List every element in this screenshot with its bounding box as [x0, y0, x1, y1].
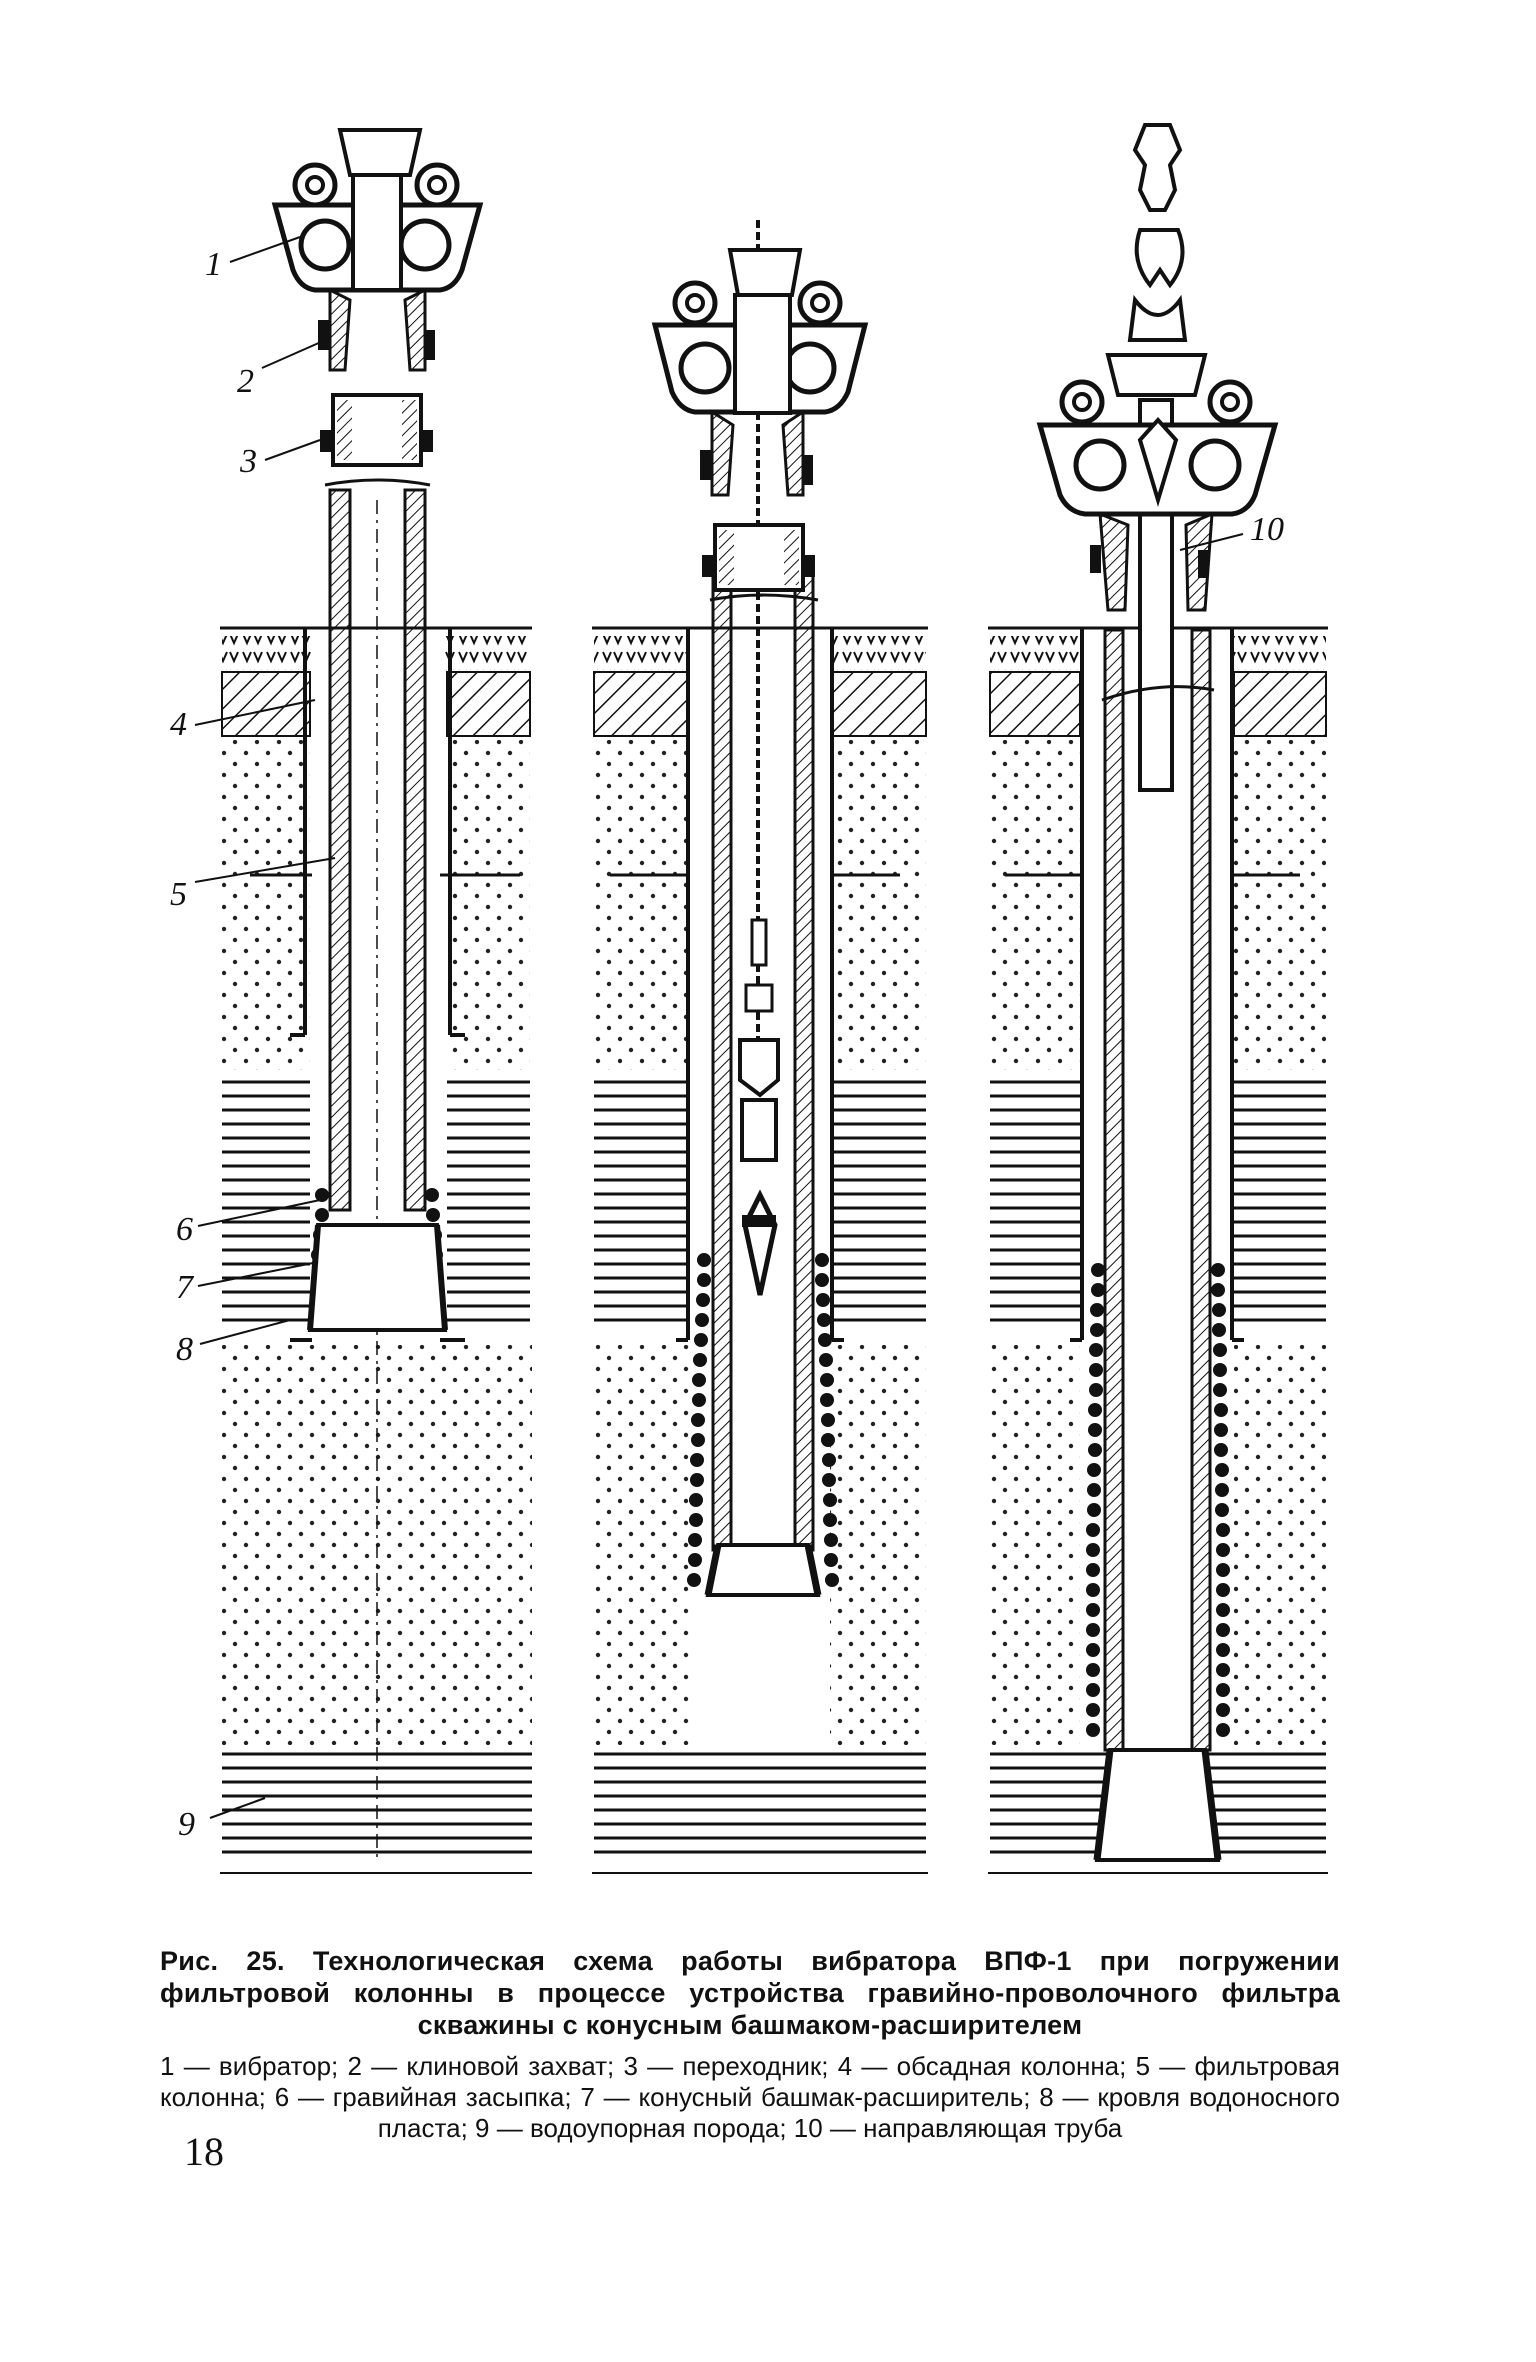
- page-number: 18: [184, 2129, 224, 2174]
- callout-7: 7: [176, 1269, 195, 1306]
- technical-figure: 1 2 3 4 5 6 7 8 9 10: [170, 123, 1328, 1874]
- panel-1: [220, 128, 532, 1874]
- callout-6: 6: [176, 1211, 193, 1248]
- callout-2: 2: [237, 363, 254, 400]
- callout-1: 1: [205, 246, 222, 283]
- callout-8: 8: [176, 1331, 193, 1368]
- callout-9: 9: [178, 1806, 195, 1843]
- panel-3: [988, 123, 1328, 1874]
- leader-lines: [194, 236, 1244, 1819]
- callout-3: 3: [239, 443, 257, 480]
- callout-10: 10: [1250, 511, 1284, 548]
- caption-title: Рис. 25. Технологическая схема работы ви…: [160, 1946, 1340, 2040]
- figure-caption: Рис. 25. Технологическая схема работы ви…: [160, 1945, 1340, 2144]
- panel-2: [592, 220, 928, 1874]
- callout-4: 4: [170, 706, 187, 743]
- caption-legend: 1 — вибратор; 2 — клиновой захват; 3 — п…: [160, 2051, 1340, 2143]
- callout-5: 5: [170, 876, 187, 913]
